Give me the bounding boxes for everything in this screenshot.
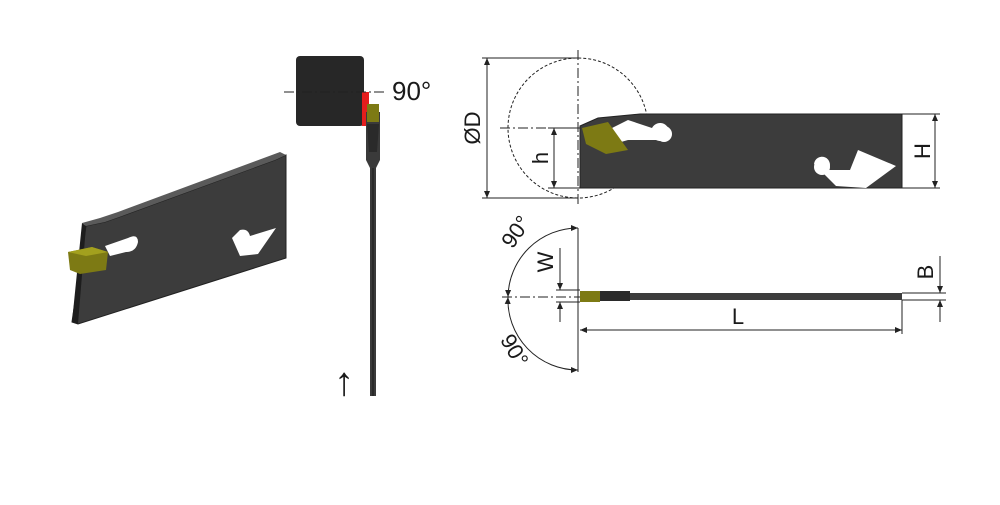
D-label: ØD: [460, 112, 485, 145]
angle-arc-upper: [505, 225, 579, 298]
side-insert-tip: [367, 124, 379, 152]
front-view: H h ØD: [460, 50, 940, 206]
side-view: 90° ↑: [284, 56, 431, 404]
workpiece: [296, 56, 364, 126]
front-insert: [582, 122, 628, 154]
angle-arc-lower: [504, 296, 579, 374]
notch-round: [814, 159, 830, 175]
perspective-blade-view: [68, 152, 287, 325]
top-blade-strip: [580, 293, 902, 300]
blade-keyhole-slot: [608, 120, 670, 144]
keyhole-round: [656, 126, 672, 142]
blade-notch-right: [232, 228, 276, 256]
angle-top-label: 90°: [392, 76, 431, 106]
feed-arrow-icon: ↑: [334, 360, 354, 404]
L-label: L: [732, 304, 744, 329]
top-blade-head: [600, 291, 630, 301]
H-label: H: [910, 143, 935, 159]
angle-upper-label: 90°: [496, 211, 536, 253]
B-label: B: [913, 265, 938, 280]
W-label: W: [533, 251, 558, 272]
h-label: h: [528, 152, 553, 164]
workpiece-contact-face: [362, 92, 369, 126]
blade-slot-left: [105, 236, 138, 256]
blade-top-face: [82, 152, 286, 226]
top-insert: [580, 291, 600, 302]
blade-front-notch: [814, 150, 896, 188]
side-insert: [367, 104, 379, 122]
top-view: 90° 90° W B L: [495, 211, 946, 374]
cutting-insert-face: [68, 247, 108, 256]
angle-lower-label: 90°: [495, 330, 533, 371]
